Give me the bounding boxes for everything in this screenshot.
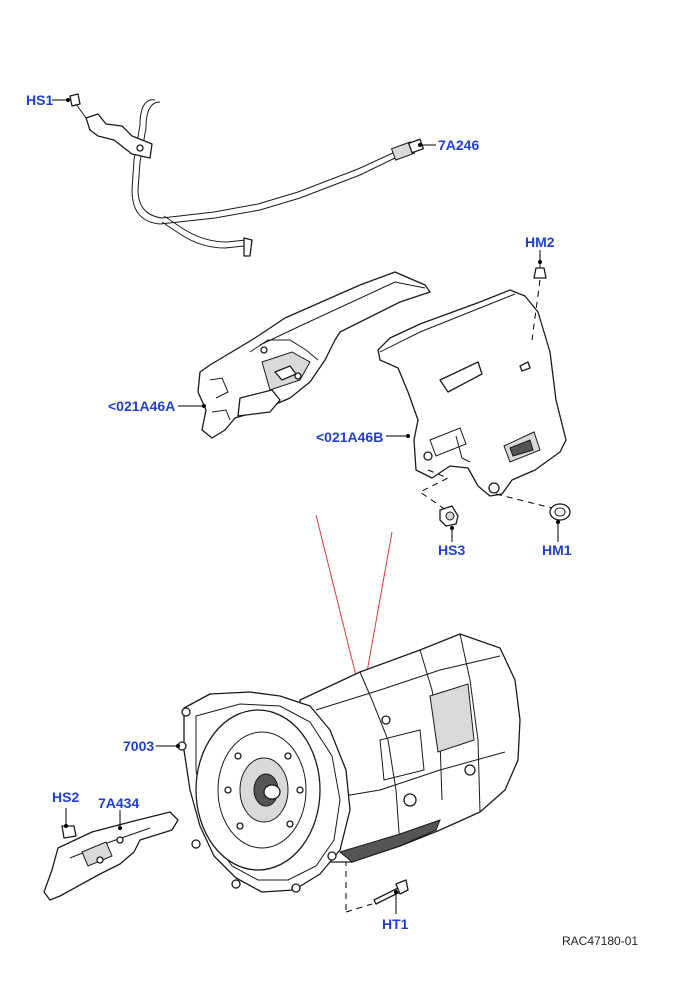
heat-shield-021a46a[interactable]: [197, 271, 431, 439]
reference-code: RAC47180-01: [562, 934, 639, 948]
callout-hs1[interactable]: HS1: [26, 92, 54, 108]
callout-hm2[interactable]: HM2: [525, 234, 555, 250]
callout-hm1[interactable]: HM1: [542, 542, 572, 558]
callout-ht1[interactable]: HT1: [382, 916, 409, 932]
heat-shield-7a434[interactable]: [43, 811, 179, 901]
pipe-assembly-7a246[interactable]: [85, 99, 424, 257]
bolt-hs1[interactable]: [69, 93, 87, 119]
callout-hs3[interactable]: HS3: [438, 542, 466, 558]
callout-7003[interactable]: 7003: [123, 738, 155, 754]
bolt-ht1[interactable]: [373, 879, 409, 905]
assembly-line-hm1: [495, 493, 553, 509]
callout-hs2[interactable]: HS2: [52, 789, 80, 805]
callout-7a246[interactable]: 7A246: [438, 137, 480, 153]
assembly-line-hs3: [419, 469, 450, 511]
callout-021a46b[interactable]: <021A46B: [316, 429, 384, 445]
callout-021a46a[interactable]: <021A46A: [108, 398, 176, 414]
nut-hs2[interactable]: [61, 825, 77, 839]
bolt-hs3[interactable]: [439, 505, 459, 527]
transmission-7003[interactable]: [177, 633, 521, 893]
assembly-line-ht1b: [345, 903, 373, 913]
clip-hm1[interactable]: [549, 503, 571, 521]
red-guide-line-left: [315, 514, 363, 701]
callout-7a434[interactable]: 7A434: [98, 795, 140, 811]
leader-lines: [52, 98, 560, 914]
heat-shield-021a46b[interactable]: [377, 289, 567, 497]
